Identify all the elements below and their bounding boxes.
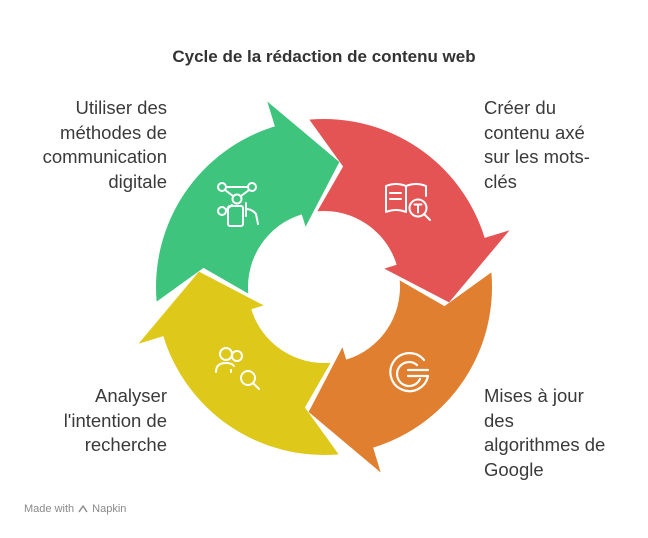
google-icon bbox=[389, 352, 430, 393]
step-label-create-content: Créer du contenu axé sur les mots- clés bbox=[484, 97, 590, 192]
napkin-brand-text: Napkin bbox=[92, 503, 127, 515]
book-search-icon bbox=[385, 183, 431, 221]
segment-search-intent bbox=[138, 271, 339, 455]
user-search-icon bbox=[215, 347, 260, 390]
made-with-text: Made with bbox=[24, 503, 75, 515]
step-label-google-updates: Mises à jour des algorithmes de Google bbox=[484, 385, 606, 480]
network-touch-icon bbox=[217, 182, 259, 227]
footer-watermark: Made with Napkin bbox=[24, 503, 126, 515]
segment-google-updates bbox=[308, 272, 493, 473]
napkin-logo-icon bbox=[78, 505, 88, 513]
step-label-digital-methods: Utiliser des méthodes de communication d… bbox=[42, 97, 167, 192]
step-label-search-intent: Analyser l'intention de recherche bbox=[63, 385, 167, 455]
segment-digital-methods bbox=[156, 101, 340, 302]
diagram-title: Cycle de la rédaction de contenu web bbox=[172, 47, 476, 66]
